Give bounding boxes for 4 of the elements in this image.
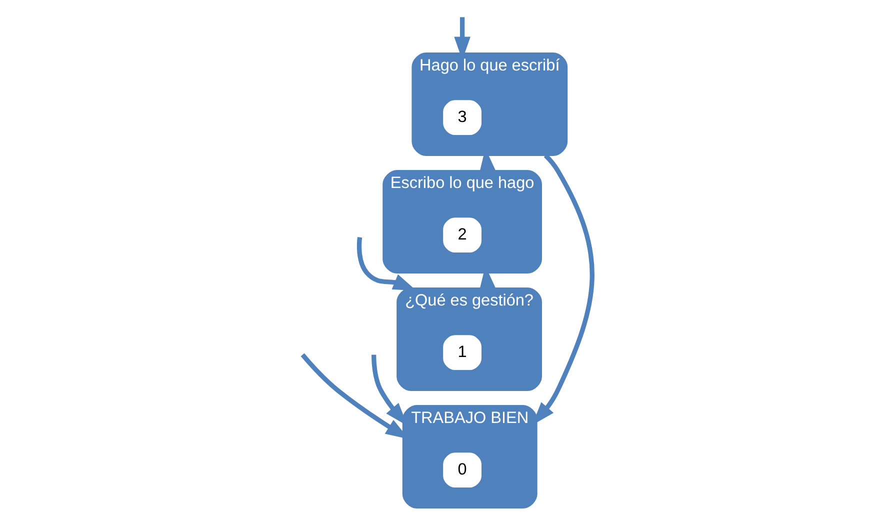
node-box: 2	[443, 218, 482, 253]
node-box: 3	[443, 100, 482, 136]
node-box: 1	[443, 335, 482, 370]
node-box: 0	[443, 452, 482, 488]
